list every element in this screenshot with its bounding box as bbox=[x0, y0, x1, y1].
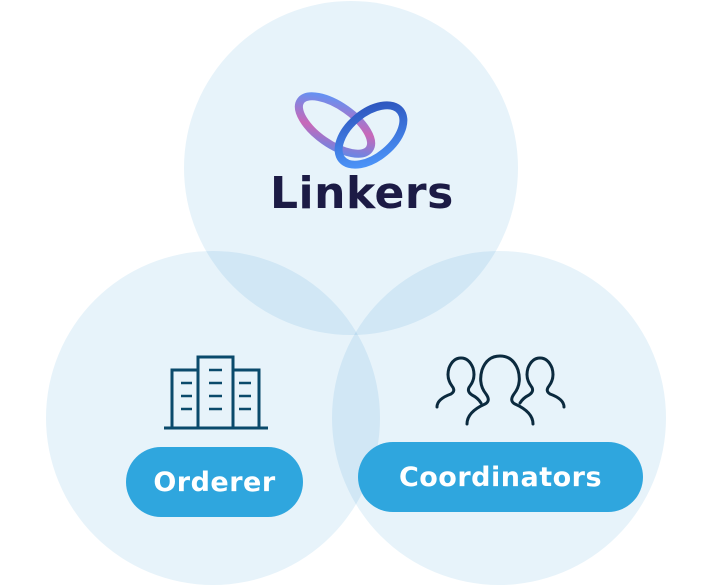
linkers-logo-icon bbox=[294, 92, 408, 169]
building-icon bbox=[164, 355, 268, 430]
people-group-icon bbox=[435, 354, 566, 426]
linkers-wordmark: Linkers bbox=[270, 168, 454, 219]
circle-orderer bbox=[46, 251, 380, 585]
orderer-button[interactable]: Orderer bbox=[126, 447, 303, 517]
circle-coordinators bbox=[332, 251, 666, 585]
coordinators-button[interactable]: Coordinators bbox=[358, 442, 643, 512]
